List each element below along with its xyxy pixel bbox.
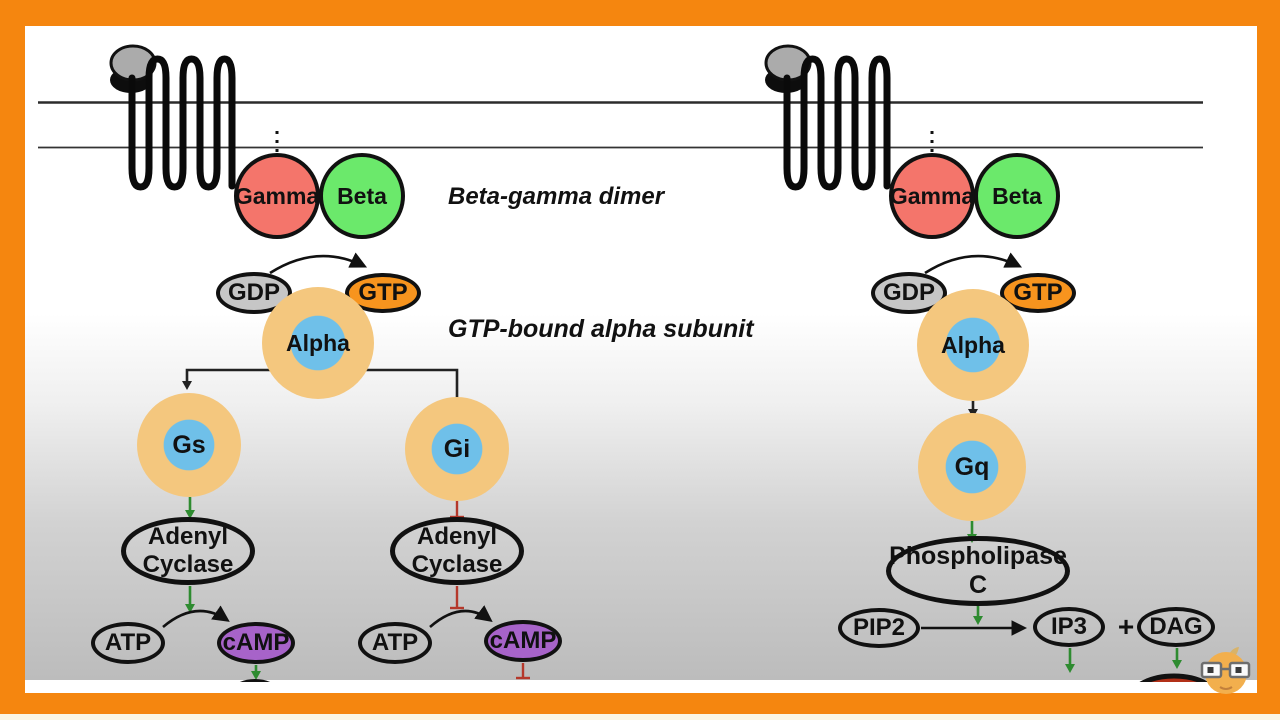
camp-label: cAMP: [489, 627, 557, 654]
atp-label: ATP: [371, 629, 419, 656]
alpha-subunit-right: Alpha: [917, 289, 1029, 401]
gs-label: Gs: [172, 430, 206, 459]
beta-label: Beta: [337, 182, 387, 209]
gtp-bound-alpha-annotation: GTP-bound alpha subunit: [448, 315, 754, 343]
atp-left: ATP: [91, 622, 165, 664]
atp-label: ATP: [104, 629, 152, 656]
adenyl-cyclase-line1: Adenyl: [147, 523, 228, 551]
gamma-subunit-right: Gamma: [889, 153, 975, 239]
gamma-label: Gamma: [234, 182, 320, 209]
beta-label: Beta: [992, 182, 1042, 209]
adenyl-cyclase-line2: Cyclase: [411, 551, 503, 578]
adenyl-cyclase-line1: Adenyl: [416, 523, 497, 551]
slide-canvas: [25, 26, 1257, 693]
atp-mid: ATP: [358, 622, 432, 664]
gq-label: Gq: [954, 452, 990, 481]
ip3-label: IP3: [1050, 613, 1088, 640]
gamma-subunit-left: Gamma: [234, 153, 320, 239]
alpha-label: Alpha: [286, 329, 350, 356]
phospholipase-line1: Phospholipase: [889, 542, 1067, 571]
gs-protein: Gs: [137, 393, 241, 497]
ip3: IP3: [1033, 607, 1105, 647]
camp-mid: cAMP: [484, 620, 562, 662]
gi-protein: Gi: [405, 397, 509, 501]
beta-subunit-right: Beta: [974, 153, 1060, 239]
camp-left: cAMP: [217, 622, 295, 664]
gtp-label: GTP: [358, 279, 408, 306]
gtp-right: GTP: [1000, 273, 1076, 313]
pip2-label: PIP2: [852, 614, 906, 641]
dag: DAG: [1137, 607, 1215, 647]
gq-protein: Gq: [918, 413, 1026, 521]
gdp-label: GDP: [227, 279, 280, 306]
gi-label: Gi: [443, 434, 471, 463]
phospholipase-line2: C: [968, 571, 988, 599]
gtp-label: GTP: [1013, 279, 1063, 306]
plus-sign: +: [1117, 611, 1135, 642]
adenyl-cyclase-line2: Cyclase: [142, 551, 234, 578]
alpha-label: Alpha: [941, 331, 1005, 358]
alpha-subunit-left: Alpha: [262, 287, 374, 399]
camp-label: cAMP: [222, 629, 290, 656]
gamma-label: Gamma: [889, 182, 975, 209]
dag-label: DAG: [1149, 613, 1203, 640]
beta-subunit-left: Beta: [319, 153, 405, 239]
beta-gamma-dimer-annotation: Beta-gamma dimer: [448, 183, 665, 210]
gdp-label: GDP: [882, 279, 935, 306]
pip2: PIP2: [838, 608, 920, 648]
